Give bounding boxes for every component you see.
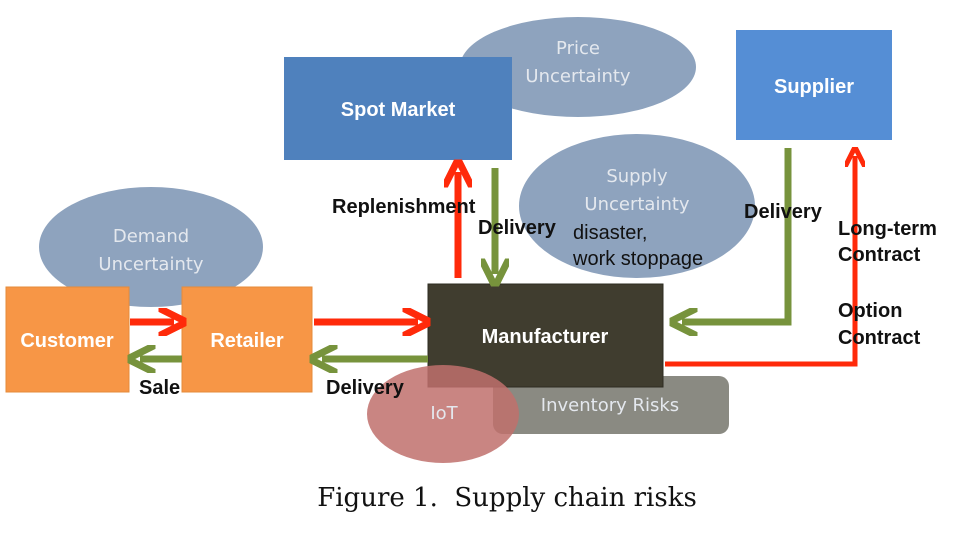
supply-uncertainty-label-2: Uncertainty	[584, 194, 690, 215]
inventory-risks-box	[493, 376, 729, 434]
iot-label: IoT	[430, 403, 458, 424]
supplier-label: Supplier	[774, 76, 854, 98]
supply-uncertainty-ellipse	[519, 134, 755, 278]
replenishment-label: Replenishment	[332, 196, 476, 218]
work-stoppage-note: work stoppage	[572, 248, 703, 270]
manufacturer-label: Manufacturer	[482, 326, 609, 348]
spot-delivery-label: Delivery	[478, 217, 557, 239]
supplier-delivery-label: Delivery	[744, 201, 823, 223]
sale-label: Sale	[139, 377, 180, 399]
contract-arrow	[665, 156, 855, 367]
demand-uncertainty-label-2: Uncertainty	[98, 254, 204, 275]
inventory-risks-label: Inventory Risks	[541, 395, 679, 416]
spot-market-label: Spot Market	[341, 99, 456, 121]
disaster-note: disaster,	[573, 222, 647, 244]
price-uncertainty-label-2: Uncertainty	[525, 66, 631, 87]
price-uncertainty-ellipse	[460, 17, 696, 117]
figure-caption: Figure 1. Supply chain risks	[317, 483, 697, 513]
demand-uncertainty-label-1: Demand	[113, 226, 189, 247]
supply-uncertainty-label-1: Supply	[606, 166, 668, 187]
spot-market-box	[284, 57, 512, 160]
retailer-label: Retailer	[210, 330, 284, 352]
long-term-contract-label-2: Contract	[838, 244, 921, 266]
iot-ellipse	[367, 365, 519, 463]
long-term-contract-label-1: Long-term	[838, 218, 937, 240]
retailer-delivery-label: Delivery	[326, 377, 405, 399]
supplier-delivery-arrow	[682, 148, 792, 322]
price-uncertainty-label-1: Price	[556, 38, 600, 59]
customer-label: Customer	[20, 330, 114, 352]
option-contract-label-1: Option	[838, 300, 902, 322]
demand-uncertainty-ellipse	[39, 187, 263, 307]
customer-box	[5, 286, 130, 393]
supplier-box	[736, 30, 892, 140]
option-contract-label-2: Contract	[838, 327, 921, 349]
retailer-box	[181, 286, 313, 393]
